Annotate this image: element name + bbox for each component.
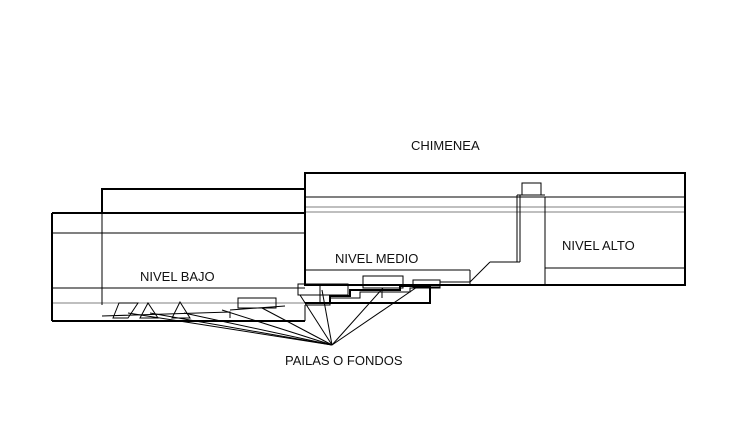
- nivel-medio-structure: [101, 188, 471, 305]
- leader-3: [183, 312, 333, 346]
- flue-ramp: [469, 261, 491, 283]
- label-nivel-medio: NIVEL MEDIO: [335, 251, 418, 266]
- nivel-alto-structure: [304, 172, 686, 286]
- leader-8: [331, 287, 384, 346]
- pan-base-line: [101, 311, 231, 318]
- leader-7: [321, 289, 333, 346]
- leader-4: [221, 309, 333, 346]
- leader-2: [149, 312, 333, 346]
- leader-1: [127, 312, 333, 346]
- chimney-top: [521, 182, 542, 196]
- pan-1: [112, 302, 139, 319]
- label-chimenea: CHIMENEA: [411, 138, 480, 153]
- label-nivel-bajo: NIVEL BAJO: [140, 269, 215, 284]
- stepped-floor-outline: [305, 285, 431, 304]
- stepped-floor: [297, 275, 685, 306]
- upper-middle-block: [101, 188, 306, 214]
- leader-6: [299, 294, 333, 346]
- label-pailas: PAILAS O FONDOS: [285, 353, 403, 368]
- pailas-leader-lines: [127, 284, 421, 346]
- label-nivel-alto: NIVEL ALTO: [562, 238, 635, 253]
- pan-4-base: [229, 305, 286, 311]
- leader-9: [331, 284, 421, 346]
- leader-5: [261, 307, 333, 346]
- chimney-structure: [469, 182, 545, 283]
- pan-7: [412, 279, 441, 288]
- pan-2: [139, 302, 159, 319]
- pan-6: [362, 275, 404, 289]
- pan-3: [171, 300, 191, 319]
